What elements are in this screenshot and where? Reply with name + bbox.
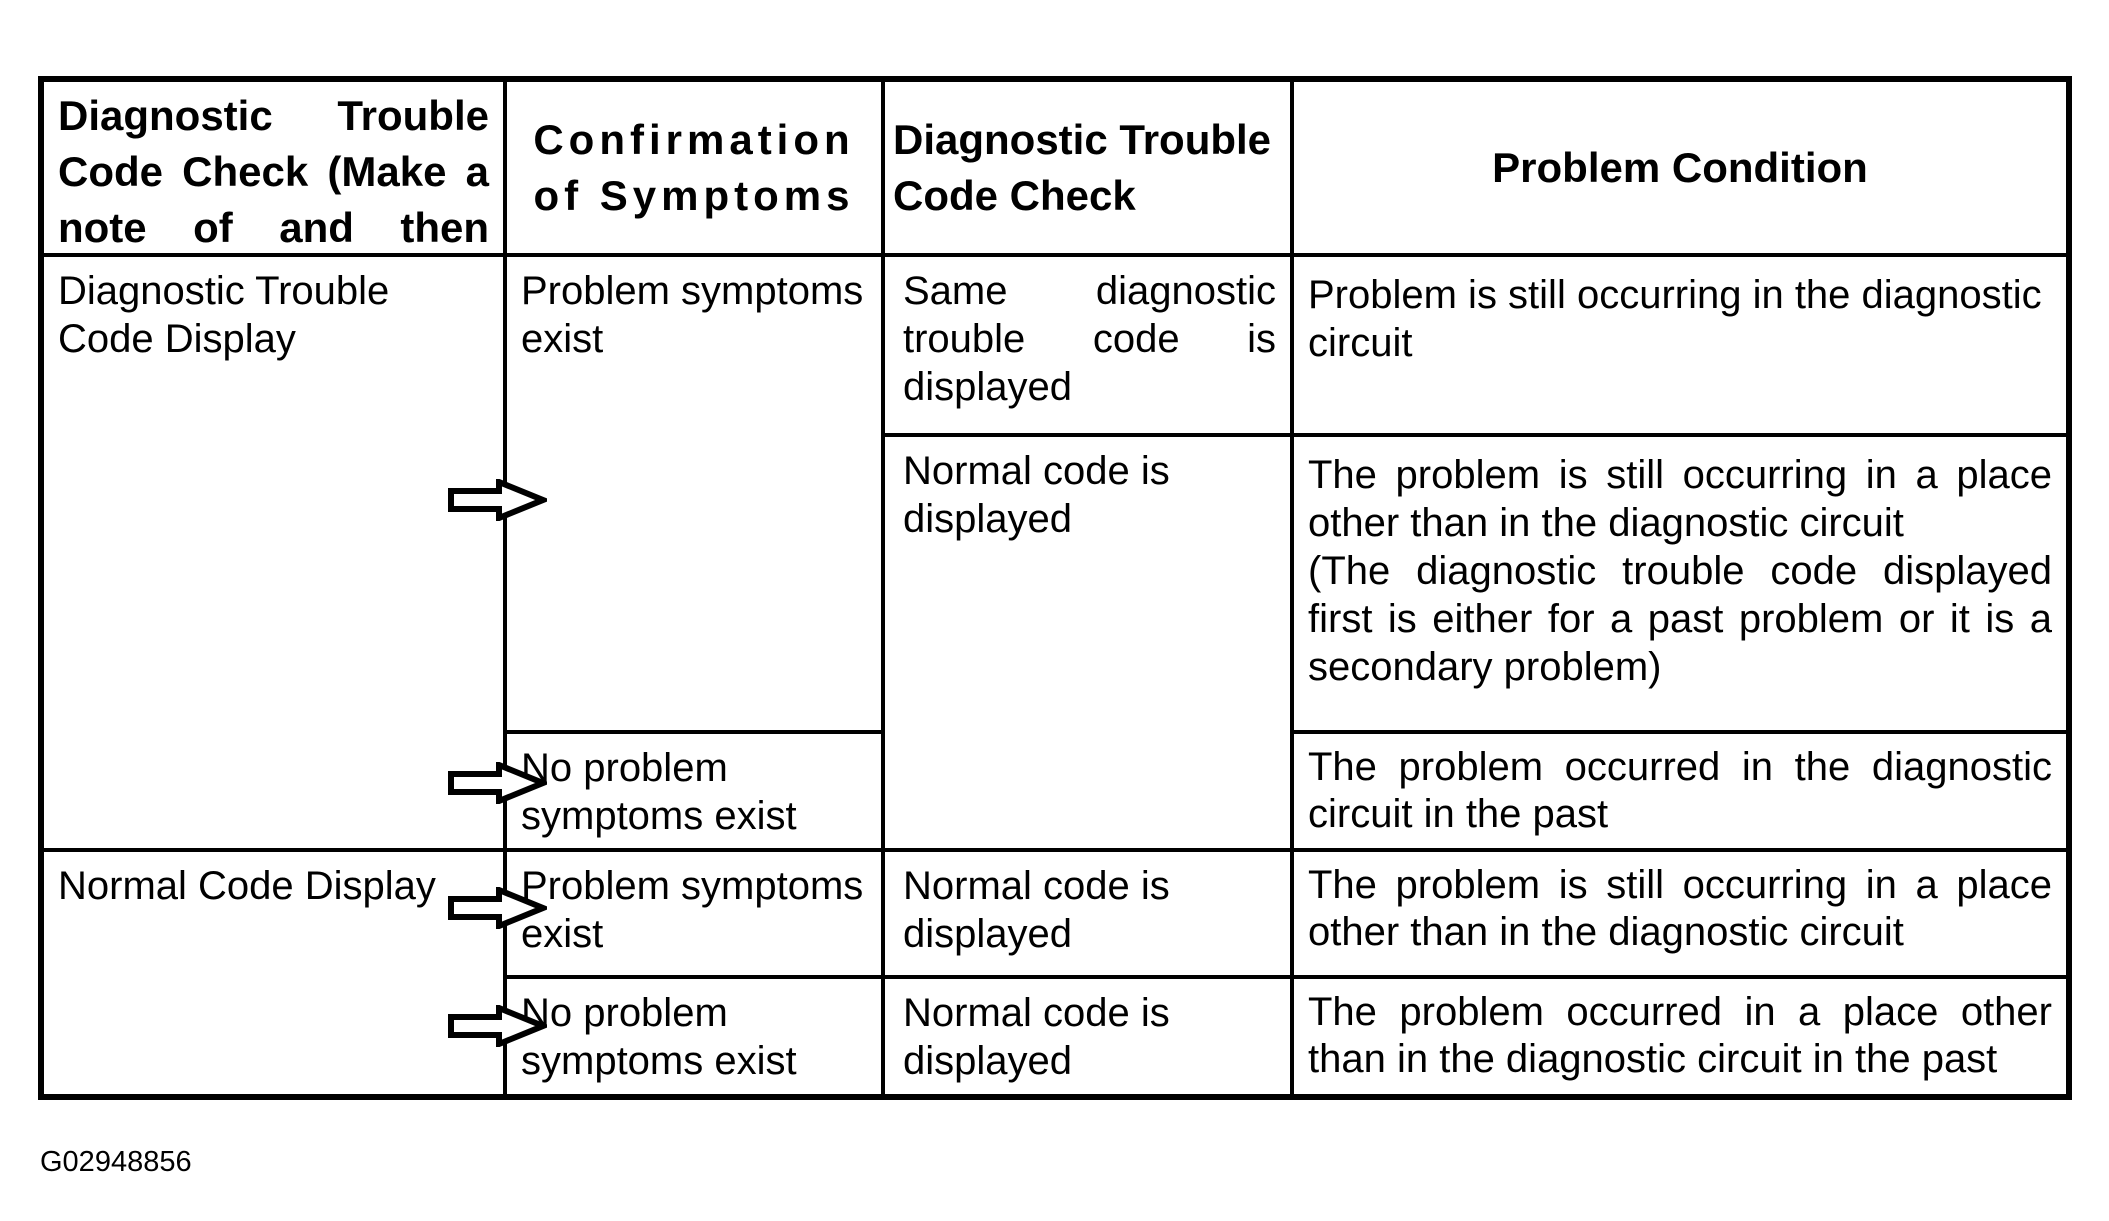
flow-arrow-icon [448,887,547,929]
cell-condition-4: The problem is still occurring in a plac… [1294,852,2066,975]
cell-problem-symptoms-exist-1: Problem symptoms exist [507,257,881,730]
cell-condition-3: The problem occurred in the diagnostic c… [1294,734,2066,848]
flow-arrow-icon [448,479,547,521]
cell-no-problem-symptoms-1: No problem symptoms exist [507,734,881,848]
cell-normal-code-display: Normal Code Display [44,852,503,1094]
header-confirmation-of-symptoms: Confirmation of Symptoms [507,82,881,253]
cell-problem-symptoms-exist-2: Problem symptoms exist [507,852,881,975]
cell-condition-1: Problem is still occurring in the diagno… [1294,257,2066,433]
flow-arrow-icon [448,1005,547,1047]
cell-normal-code-displayed-3: Normal code is displayed [885,979,1290,1094]
cell-no-problem-symptoms-2: No problem symptoms exist [507,979,881,1094]
header-dtc-check-note: Diagnostic Trouble Code Check (Make a no… [44,82,503,253]
condition-2-sentence-2: (The diagnostic trouble code displayed f… [1308,549,2052,689]
cell-condition-2: The problem is still occurring in a plac… [1294,437,2066,730]
cell-dtc-code-display: Diagnostic Trouble Code Display [44,257,503,848]
cell-same-dtc-displayed: Same diagnostic trouble code is displaye… [885,257,1290,433]
header-problem-condition: Problem Condition [1294,82,2066,253]
flow-arrow-icon [448,762,547,804]
condition-2-sentence-1: The problem is still occurring in a plac… [1308,453,2052,545]
cell-normal-code-displayed-1: Normal code is displayed [885,437,1290,848]
header-dtc-check: Diagnostic Trouble Code Check [885,82,1290,253]
diagnostic-trouble-code-table: Diagnostic Trouble Code Check (Make a no… [38,76,2072,1100]
figure-id-label: G02948856 [40,1146,192,1178]
cell-normal-code-displayed-2: Normal code is displayed [885,852,1290,975]
cell-condition-5: The problem occurred in a place other th… [1294,979,2066,1094]
